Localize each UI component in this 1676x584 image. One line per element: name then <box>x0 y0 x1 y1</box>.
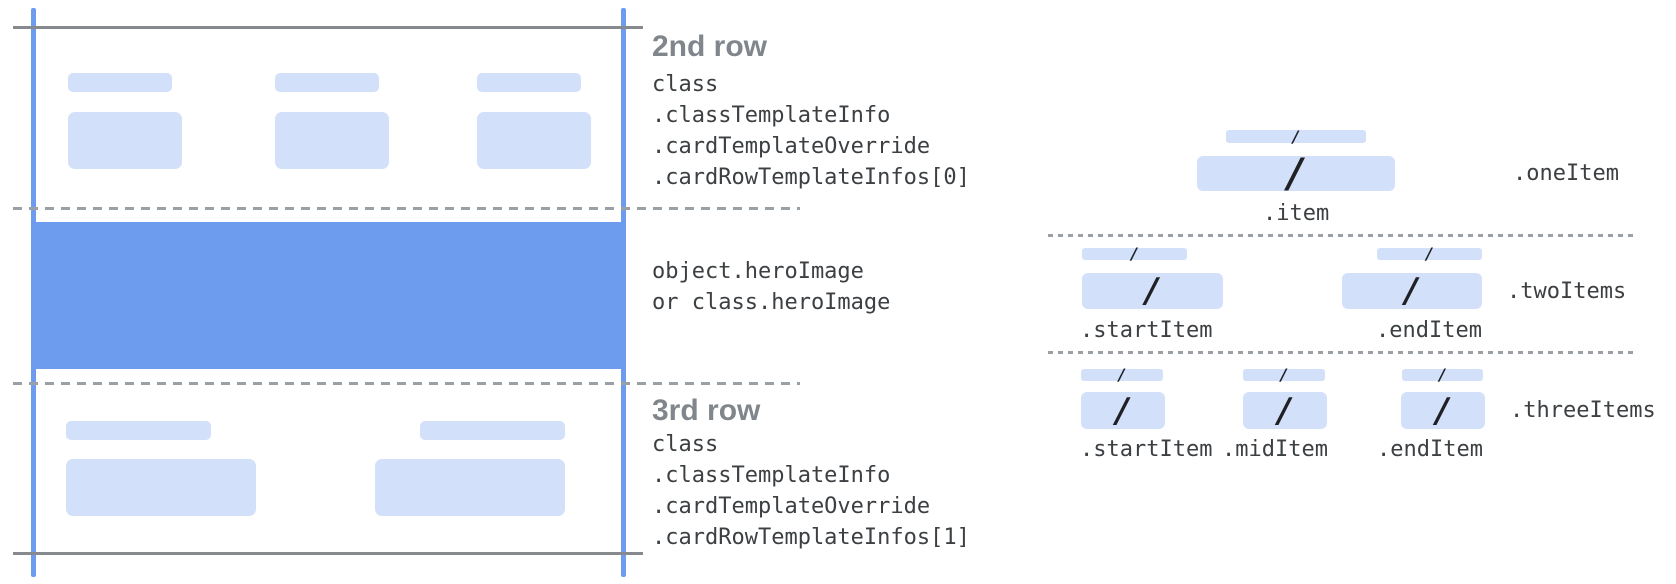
row3-code-line: .cardTemplateOverride <box>652 494 931 519</box>
row2-code-line: .classTemplateInfo <box>652 103 891 128</box>
three-items-start-label: .startItem <box>1080 437 1213 462</box>
row3-col2-value-placeholder <box>375 459 565 516</box>
row2-code-line: class <box>652 72 719 97</box>
hero-code-line: object.heroImage <box>652 259 864 284</box>
card-bottom-boundary-line <box>13 552 643 555</box>
row2-col2-value-placeholder <box>275 112 389 169</box>
three-items-group-label: .threeItems <box>1510 398 1656 423</box>
one-item-group-label: .oneItem <box>1513 161 1619 186</box>
slash-glyph: / <box>1291 126 1301 146</box>
row3-col1-label-placeholder <box>66 421 211 440</box>
three-items-end-value-bar: / <box>1401 392 1485 429</box>
row2-col1-value-placeholder <box>68 112 182 169</box>
row3-code-line: .classTemplateInfo <box>652 463 891 488</box>
slash-glyph: / <box>1142 271 1163 311</box>
row2-col1-label-placeholder <box>68 73 172 92</box>
row3-col1-value-placeholder <box>66 459 256 516</box>
row2-code-line: .cardRowTemplateInfos[0] <box>652 165 970 190</box>
slash-glyph: / <box>1401 271 1423 311</box>
hero-code-line: or class.heroImage <box>652 290 891 315</box>
three-items-end-label: .endItem <box>1377 437 1483 462</box>
row3-col2-label-placeholder <box>420 421 565 440</box>
row3-code-line: class <box>652 432 719 457</box>
two-items-start-label-bar: / <box>1082 244 1187 263</box>
row3-code-line: .cardRowTemplateInfos[1] <box>652 525 970 550</box>
row2-col2-label-placeholder <box>275 73 379 92</box>
three-items-end-label-bar: / <box>1402 365 1483 384</box>
row2-code-line: .cardTemplateOverride <box>652 134 931 159</box>
two-items-end-label-bar: / <box>1377 244 1482 263</box>
two-items-start-value-bar: / <box>1082 273 1223 309</box>
one-item-label-bar: / <box>1226 126 1366 146</box>
slash-glyph: / <box>1129 244 1140 263</box>
slash-glyph: / <box>1424 244 1435 263</box>
card-top-boundary-line <box>13 26 643 29</box>
three-items-mid-value-bar: / <box>1243 392 1327 429</box>
three-items-start-label-bar: / <box>1081 365 1163 384</box>
two-three-divider-dashed-line <box>1048 351 1637 354</box>
two-items-group-label: .twoItems <box>1507 279 1627 304</box>
row2-heading: 2nd row <box>652 30 768 63</box>
row2-col3-value-placeholder <box>477 112 591 169</box>
slash-glyph: / <box>1279 365 1289 384</box>
slash-glyph: / <box>1117 365 1127 384</box>
two-items-end-label: .endItem <box>1376 318 1482 343</box>
two-items-end-value-bar: / <box>1342 273 1482 309</box>
row2-hero-divider-dashed-line <box>13 207 800 210</box>
row3-heading: 3rd row <box>652 394 761 427</box>
slash-glyph: / <box>1432 390 1454 431</box>
slash-glyph: / <box>1283 150 1309 197</box>
slash-glyph: / <box>1112 390 1134 431</box>
hero-row3-divider-dashed-line <box>13 382 800 385</box>
slash-glyph: / <box>1274 390 1296 431</box>
two-items-start-label: .startItem <box>1080 318 1213 343</box>
slash-glyph: / <box>1437 365 1448 384</box>
row2-col3-label-placeholder <box>477 73 581 92</box>
three-items-mid-label: .midItem <box>1222 437 1328 462</box>
three-items-mid-label-bar: / <box>1243 365 1325 384</box>
one-item-value-bar: / <box>1197 150 1395 197</box>
hero-image-band <box>32 222 626 369</box>
one-two-divider-dashed-line <box>1048 234 1637 237</box>
three-items-start-value-bar: / <box>1081 392 1165 429</box>
one-item-item-label: .item <box>1263 201 1330 226</box>
